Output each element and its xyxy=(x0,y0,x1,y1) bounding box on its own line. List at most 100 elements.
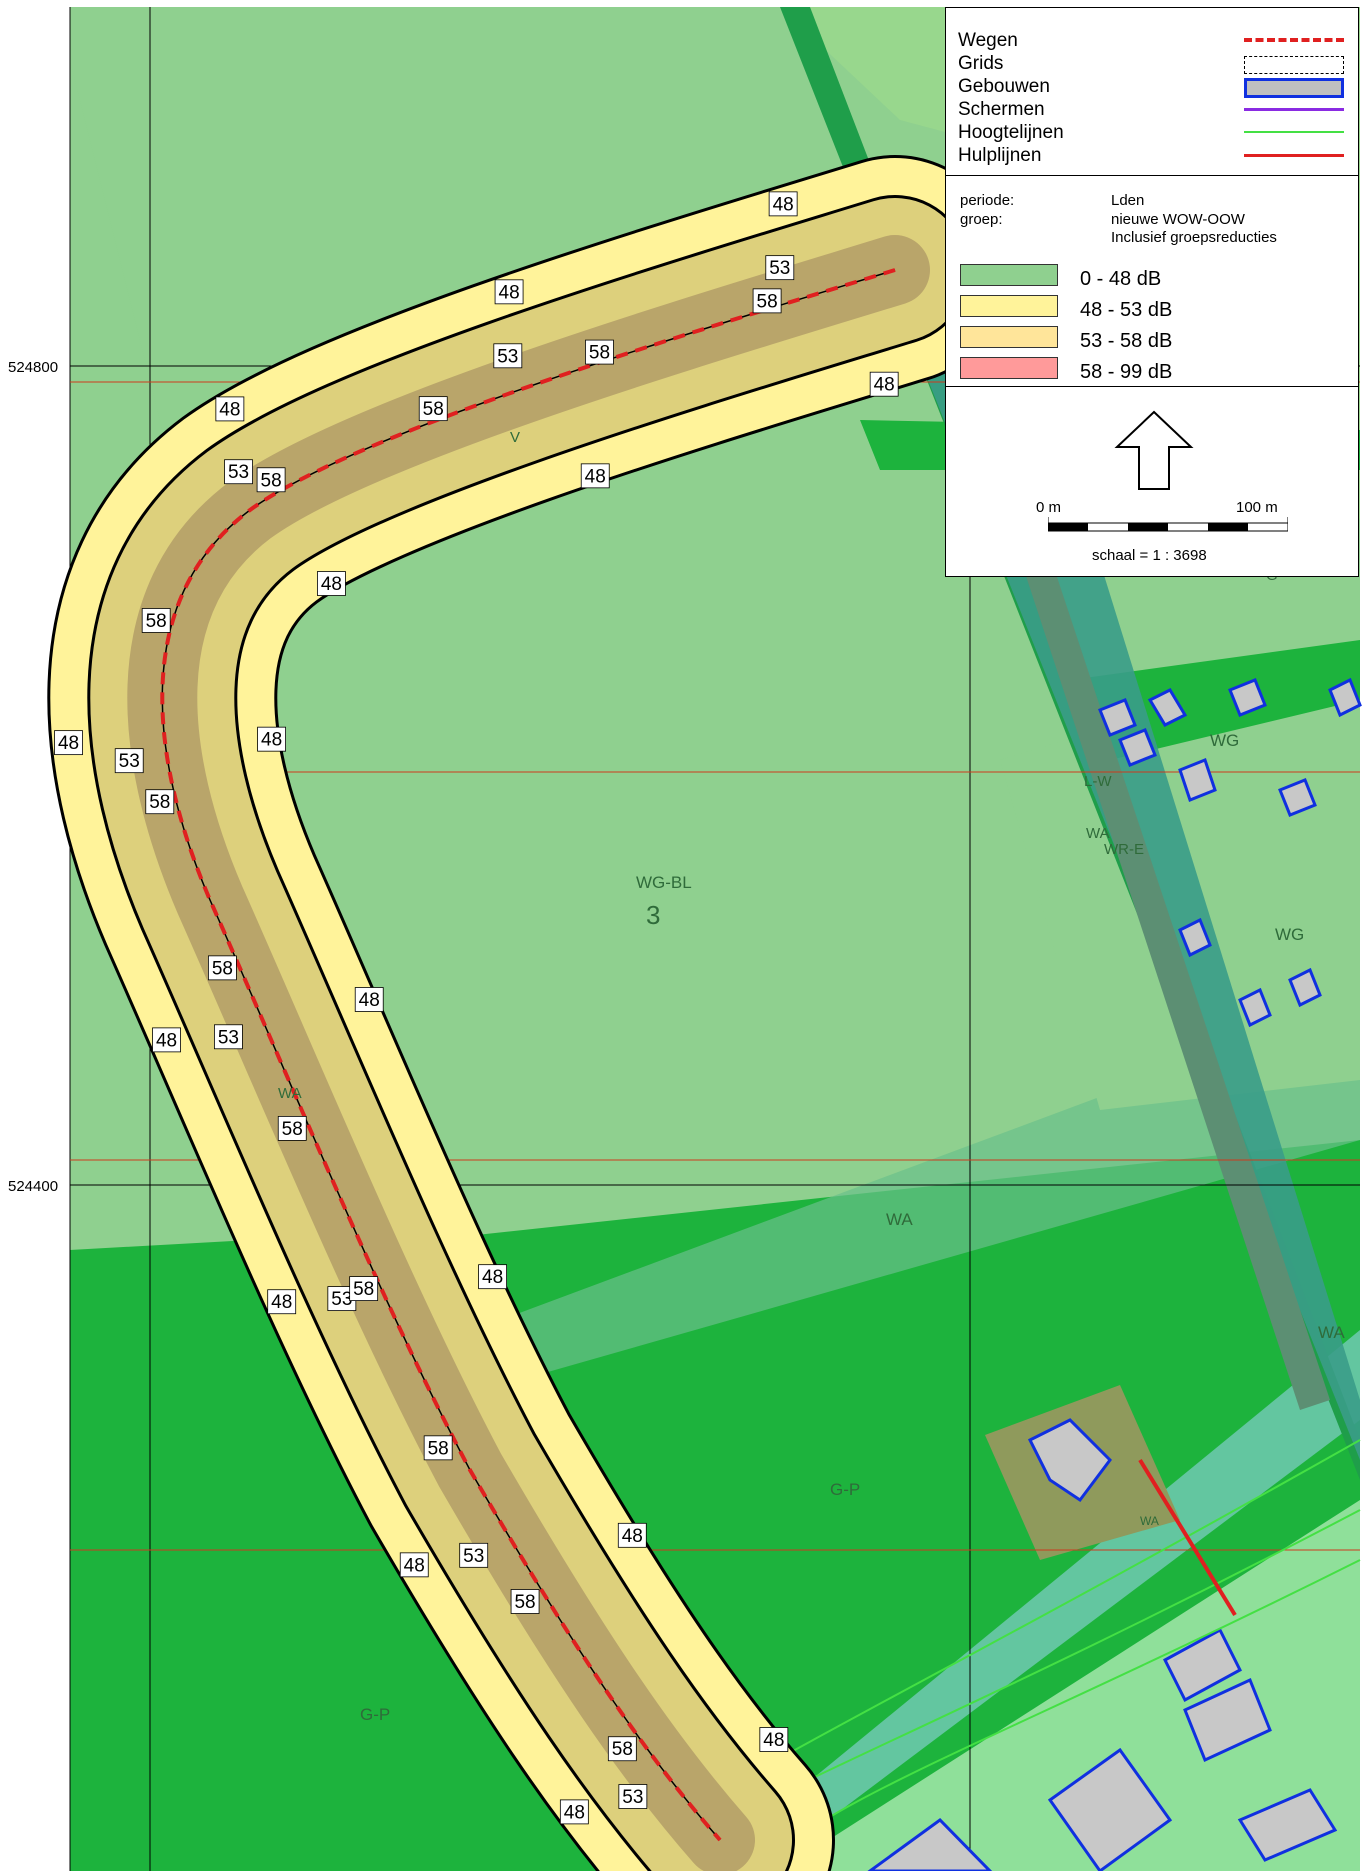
legend-item-hulplijnen: Hulplijnen xyxy=(958,145,1042,166)
legend-item-gebouwen: Gebouwen xyxy=(958,76,1050,97)
svg-text:58: 58 xyxy=(423,399,444,420)
zone-label: WG xyxy=(1275,925,1304,944)
groep-label: groep: xyxy=(960,211,1003,228)
svg-text:58: 58 xyxy=(149,792,170,813)
legend-scale: 0 m 100 m schaal = 1 : 3698 xyxy=(946,387,1358,576)
legend-swatch-gebouwen xyxy=(1244,78,1344,98)
zone-label: WA xyxy=(886,1210,913,1229)
legend-panel: Wegen Grids Gebouwen Schermen Hoogtelijn… xyxy=(945,7,1359,577)
contour-value-label: 58 xyxy=(752,288,782,314)
contour-value-label: 58 xyxy=(607,1736,637,1762)
svg-text:58: 58 xyxy=(212,958,233,979)
legend-swatch-grids xyxy=(1244,56,1344,74)
contour-value-label: 58 xyxy=(418,396,448,422)
contour-value-label: 53 xyxy=(618,1784,648,1809)
contour-value-label: 58 xyxy=(423,1435,453,1461)
coordinate-label: 524400 xyxy=(8,1178,58,1195)
zone-label: WA xyxy=(1140,1514,1159,1528)
svg-text:48: 48 xyxy=(585,466,606,487)
contour-value-label: 53 xyxy=(214,1024,243,1050)
north-arrow-icon xyxy=(1114,410,1194,490)
band-swatch-3 xyxy=(960,357,1058,379)
svg-text:48: 48 xyxy=(219,399,240,420)
zone-label: WA xyxy=(1086,825,1110,842)
svg-text:48: 48 xyxy=(261,730,282,751)
svg-text:58: 58 xyxy=(146,611,167,632)
zone-label: L-W xyxy=(1084,773,1112,790)
scale-bar-icon xyxy=(1048,517,1288,532)
legend-symbols: Wegen Grids Gebouwen Schermen Hoogtelijn… xyxy=(946,8,1358,176)
svg-text:58: 58 xyxy=(428,1438,449,1459)
periode-value: Lden xyxy=(1111,192,1145,209)
contour-value-label: 48 xyxy=(768,191,798,217)
zone-label: V xyxy=(510,429,520,446)
contour-value-label: 58 xyxy=(585,339,614,365)
contour-value-label: 48 xyxy=(317,571,346,596)
band-label-0: 0 - 48 dB xyxy=(1080,268,1162,290)
svg-text:48: 48 xyxy=(499,282,520,303)
band-swatch-1 xyxy=(960,295,1058,317)
svg-text:53: 53 xyxy=(622,1787,643,1808)
legend-swatch-hulplijnen xyxy=(1244,154,1344,157)
contour-value-label: 48 xyxy=(399,1552,429,1578)
svg-text:48: 48 xyxy=(773,194,794,215)
svg-text:53: 53 xyxy=(331,1289,352,1310)
contour-value-label: 48 xyxy=(494,279,524,305)
scale-left-label: 0 m xyxy=(1036,499,1062,516)
contour-value-label: 48 xyxy=(257,726,286,752)
contour-labels: 4848484848484848484848484848484853535353… xyxy=(54,191,899,1825)
contour-value-label: 48 xyxy=(617,1522,647,1548)
contour-value-label: 58 xyxy=(349,1276,379,1301)
contour-value-label: 53 xyxy=(224,459,253,485)
contour-value-label: 48 xyxy=(559,1799,589,1825)
zone-label: G-P xyxy=(830,1480,860,1499)
zone-label: WA xyxy=(1318,1323,1345,1342)
contour-value-label: 48 xyxy=(267,1289,297,1315)
svg-text:48: 48 xyxy=(321,574,342,595)
legend-bands: periode: Lden groep: nieuwe WOW-OOW Incl… xyxy=(946,176,1358,387)
noise-contours xyxy=(47,155,1010,1871)
band-label-2: 53 - 58 dB xyxy=(1080,330,1173,352)
band-swatch-2 xyxy=(960,326,1058,348)
legend-swatch-wegen xyxy=(1244,38,1344,42)
groep-value-2: Inclusief groepsreducties xyxy=(1111,229,1277,246)
contour-value-label: 58 xyxy=(141,608,171,633)
zone-label: WG xyxy=(1210,731,1239,750)
contour-value-label: 58 xyxy=(145,789,175,815)
band-label-1: 48 - 53 dB xyxy=(1080,299,1173,321)
svg-text:48: 48 xyxy=(156,1030,177,1051)
legend-swatch-schermen xyxy=(1244,108,1344,111)
svg-text:53: 53 xyxy=(769,258,790,279)
contour-value-label: 53 xyxy=(765,255,795,281)
contour-value-label: 48 xyxy=(152,1027,181,1053)
legend-item-grids: Grids xyxy=(958,53,1004,74)
contour-value-label: 58 xyxy=(277,1116,307,1141)
contour-value-label: 53 xyxy=(114,748,144,774)
svg-text:53: 53 xyxy=(497,346,518,367)
contour-value-label: 58 xyxy=(256,467,286,493)
zone-label: WA xyxy=(278,1085,302,1102)
buildings xyxy=(867,677,1362,1871)
svg-text:58: 58 xyxy=(353,1279,374,1300)
periode-label: periode: xyxy=(960,192,1015,209)
svg-text:48: 48 xyxy=(271,1292,292,1313)
svg-text:58: 58 xyxy=(612,1739,633,1760)
svg-text:48: 48 xyxy=(564,1802,585,1823)
legend-item-schermen: Schermen xyxy=(958,99,1045,120)
svg-text:53: 53 xyxy=(228,462,249,483)
groep-value-1: nieuwe WOW-OOW xyxy=(1111,211,1245,228)
svg-text:58: 58 xyxy=(757,291,778,312)
svg-text:48: 48 xyxy=(404,1555,425,1576)
contour-value-label: 53 xyxy=(493,343,523,369)
contour-value-label: 48 xyxy=(215,396,245,422)
svg-text:48: 48 xyxy=(874,375,895,396)
zone-label: 3 xyxy=(646,900,660,930)
legend-item-hoogtelijnen: Hoogtelijnen xyxy=(958,122,1064,143)
band-swatch-0 xyxy=(960,264,1058,286)
zone-label: G-P xyxy=(360,1705,390,1724)
contour-value-label: 48 xyxy=(354,987,384,1012)
contour-value-label: 53 xyxy=(459,1542,489,1568)
contour-value-label: 48 xyxy=(580,463,610,489)
